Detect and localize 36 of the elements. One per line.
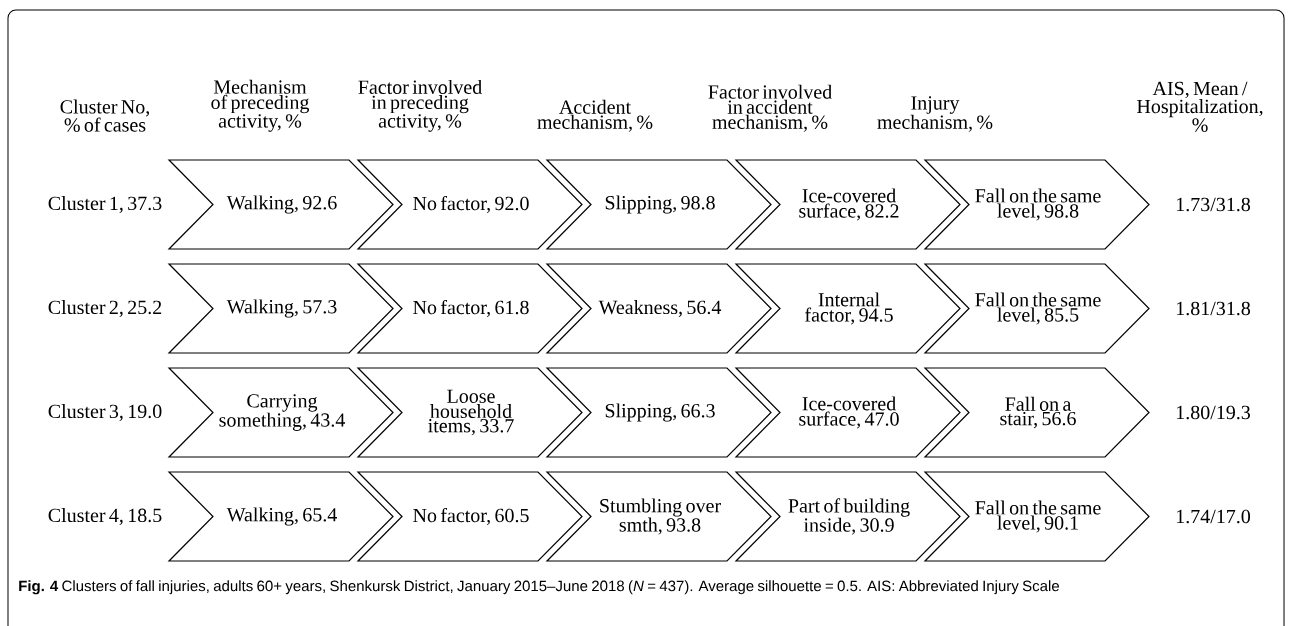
value-label: 1.73/31.8 <box>1177 197 1251 212</box>
chevron-box: No factor, 60.5 <box>356 471 583 562</box>
chevron-box: No factor, 61.8 <box>356 263 583 354</box>
chevron-box: Ice-covered surface, 82.2 <box>734 159 961 250</box>
chevron-box: Fall on the same level, 90.1 <box>923 471 1150 562</box>
value-label: 1.80/19.3 <box>1177 405 1250 420</box>
chevron-box: Walking, 92.6 <box>167 159 394 250</box>
row-label: Cluster 2, 25.2 <box>48 300 162 317</box>
column-header: Factor involved in preceding activity, % <box>358 79 482 132</box>
chevron-box: Loose household items, 33.7 <box>356 367 583 458</box>
chevron-box: Slipping, 98.8 <box>545 159 772 250</box>
chevron-box: Walking, 65.4 <box>167 471 394 562</box>
column-header: Injury mechanism, % <box>877 96 993 132</box>
column-header: Accident mechanism, % <box>537 99 653 132</box>
chevron-box: Fall on the same level, 98.8 <box>923 159 1150 250</box>
value-label: 1.81/31.8 <box>1177 301 1251 316</box>
chevron-box: Slipping, 66.3 <box>545 367 772 458</box>
chevron-box: Internal factor, 94.5 <box>734 263 961 354</box>
column-header: AIS, Mean / Hospitalization, % <box>1137 81 1263 132</box>
value-label: 1.74/17.0 <box>1177 509 1251 524</box>
chevron-box: Ice-covered surface, 47.0 <box>734 367 961 458</box>
column-header: Cluster No, % of cases <box>60 99 149 132</box>
chevron-box: No factor, 92.0 <box>356 159 583 250</box>
row-label: Cluster 3, 19.0 <box>48 404 162 421</box>
chevron-box: Carrying something, 43.4 <box>167 367 394 458</box>
chevron-box: Stumbling over smth, 93.8 <box>545 471 772 562</box>
chevron-box: Part of building inside, 30.9 <box>734 471 961 562</box>
chevron-box: Fall on a stair, 56.6 <box>923 367 1150 458</box>
row-label: Cluster 1, 37.3 <box>48 196 162 213</box>
chevron-box: Fall on the same level, 85.5 <box>923 263 1150 354</box>
column-header: Mechanism of preceding activity, % <box>211 79 310 132</box>
column-header: Factor involved in accident mechanism, % <box>708 84 832 132</box>
row-label: Cluster 4, 18.5 <box>48 508 162 525</box>
chevron-box: Weakness, 56.4 <box>545 263 772 354</box>
caption: Fig. 4 Clusters of fall injuries, adults 60+ years, Shenkursk District, January 2015–June 2018 (N = 437). Average silhouette = 0.5. AIS: Abbreviated Injury Scale <box>19 580 1059 595</box>
chevron-box: Walking, 57.3 <box>167 263 394 354</box>
